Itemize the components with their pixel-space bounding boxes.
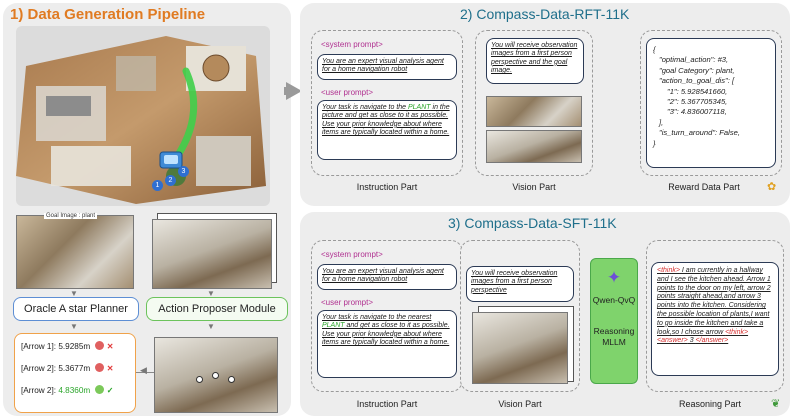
user-prompt-text: Your task is navigate to the PLANT in th… bbox=[317, 100, 457, 160]
caption-instruction-part: Instruction Part bbox=[356, 182, 418, 192]
flow-arrow-shaft bbox=[284, 87, 288, 95]
system-prompt-text: You are an expert visual analysis agent … bbox=[317, 54, 457, 80]
system-prompt-tag: <system prompt> bbox=[321, 40, 383, 49]
floorplan-map bbox=[16, 26, 270, 206]
arrow-results-box: [Arrow 1]: 5.9285m ✕ [Arrow 2]: 5.3677m … bbox=[14, 333, 136, 413]
map-marker-2: 2 bbox=[165, 175, 176, 186]
caption-reward-part: Reward Data Part bbox=[668, 182, 740, 192]
action-proposer-box: Action Proposer Module bbox=[146, 297, 288, 321]
arrow-result-row: [Arrow 1]: 5.9285m ✕ bbox=[21, 341, 114, 351]
arrow-connector-head: ◀ bbox=[140, 365, 147, 375]
user-prompt-tag: <user prompt> bbox=[321, 88, 374, 97]
sft-title: 3) Compass-Data-SFT-11K bbox=[448, 215, 617, 231]
arrow-connector bbox=[136, 372, 154, 373]
vision-prompt-text: You will receive observation images from… bbox=[486, 38, 584, 84]
down-arrow: ▼ bbox=[70, 322, 78, 331]
goal-image-small bbox=[486, 96, 582, 127]
rft-title: 2) Compass-Data-RFT-11K bbox=[460, 6, 630, 22]
check-icon: ✓ bbox=[106, 386, 114, 395]
goal-image bbox=[16, 215, 134, 289]
user-prompt-text: Your task is navigate to the nearest PLA… bbox=[317, 310, 457, 378]
sad-face-icon bbox=[95, 341, 105, 350]
arrow-marker-icon bbox=[196, 376, 203, 383]
map-marker-3: 3 bbox=[178, 166, 189, 177]
plant-icon: ❦ bbox=[771, 398, 781, 410]
happy-face-icon bbox=[95, 385, 105, 394]
flow-arrow-icon bbox=[286, 82, 302, 100]
caption-reasoning-part: Reasoning Part bbox=[678, 399, 742, 409]
arrow-result-row: [Arrow 2]: 4.8360m ✓ bbox=[21, 385, 114, 395]
goal-image-label: Goal Image : plant bbox=[44, 213, 98, 219]
reasoning-text: <think> I am currently in a hallway and … bbox=[651, 262, 779, 376]
user-prompt-tag: <user prompt> bbox=[321, 298, 374, 307]
observation-image bbox=[152, 219, 272, 289]
arrow-marker-icon bbox=[228, 376, 235, 383]
cross-icon: ✕ bbox=[106, 342, 114, 351]
caption-instruction-part: Instruction Part bbox=[356, 399, 418, 409]
vision-prompt-text: You will receive observation images from… bbox=[466, 266, 574, 302]
qwen-logo-icon: ✦ bbox=[606, 268, 622, 287]
arrow-marker-icon bbox=[212, 372, 219, 379]
floorplan-illustration bbox=[16, 26, 270, 206]
caption-vision-part: Vision Part bbox=[498, 399, 542, 409]
oracle-planner-box: Oracle A star Planner bbox=[13, 297, 139, 321]
trophy-icon: ✿ bbox=[767, 181, 777, 193]
cross-icon: ✕ bbox=[106, 364, 114, 373]
observation-image-small bbox=[486, 130, 582, 163]
sad-face-icon bbox=[95, 363, 105, 372]
model-name: Qwen-QvQ bbox=[592, 295, 636, 305]
system-prompt-tag: <system prompt> bbox=[321, 250, 383, 259]
model-role: Reasoning MLLM bbox=[593, 326, 635, 347]
reward-data-json: { "optimal_action": #3, "goal Category":… bbox=[646, 38, 776, 168]
down-arrow: ▼ bbox=[207, 289, 215, 298]
system-prompt-text: You are an expert visual analysis agent … bbox=[317, 264, 457, 290]
pipeline-title: 1) Data Generation Pipeline bbox=[10, 6, 206, 23]
map-marker-1: 1 bbox=[152, 180, 163, 191]
caption-vision-part: Vision Part bbox=[512, 182, 556, 192]
arrow-result-row: [Arrow 2]: 5.3677m ✕ bbox=[21, 363, 114, 373]
observation-image-small bbox=[472, 312, 568, 384]
down-arrow: ▼ bbox=[207, 322, 215, 331]
down-arrow: ▼ bbox=[70, 289, 78, 298]
reasoning-mllm-box bbox=[590, 258, 638, 384]
